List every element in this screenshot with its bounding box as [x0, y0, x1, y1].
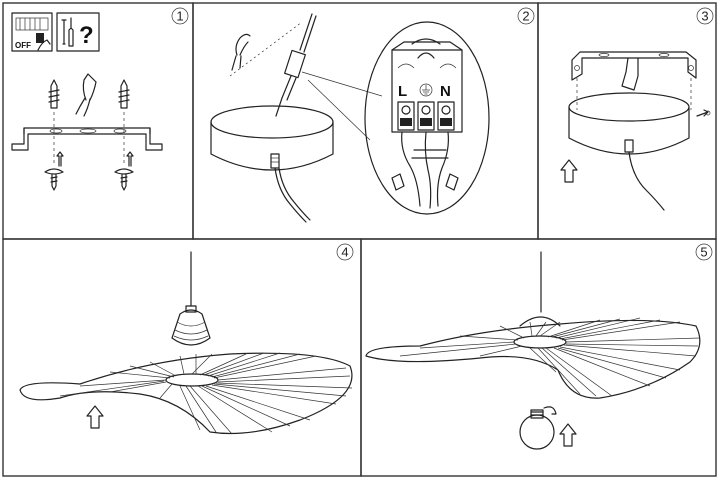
side-screw-icon — [696, 109, 711, 117]
panel-4-frame — [2, 238, 362, 477]
tools-question-icon: ? — [56, 12, 100, 52]
switch-off-icon: OFF — [11, 12, 53, 52]
up-arrow-small-left — [56, 151, 64, 167]
panel-2-number: 2 — [517, 7, 535, 25]
ground-symbol — [419, 83, 433, 97]
mounting-bracket — [11, 127, 163, 151]
up-arrow-5 — [559, 423, 577, 447]
lamp-holder-shade-4 — [171, 305, 211, 346]
canopy — [210, 105, 334, 171]
wire-stripper-icon — [231, 33, 251, 71]
panel-4-number: 4 — [336, 243, 354, 261]
bracket-on-ceiling — [571, 51, 697, 81]
light-bulb-icon — [519, 406, 557, 450]
svg-text:N: N — [440, 83, 451, 100]
canopy-connector — [621, 57, 639, 91]
pliers-icon — [75, 73, 97, 117]
cable-gland-3 — [624, 139, 665, 211]
wicker-shade-5 — [365, 316, 701, 399]
up-arrow-3 — [560, 159, 578, 183]
svg-text:?: ? — [79, 22, 94, 49]
panel-3-number: 3 — [696, 7, 714, 25]
wicker-shade-4 — [19, 352, 353, 435]
svg-text:L: L — [398, 83, 407, 100]
svg-text:3: 3 — [701, 9, 708, 24]
terminal-block-detail: L N — [364, 21, 490, 215]
svg-text:OFF: OFF — [15, 41, 31, 50]
panel-1-number: 1 — [171, 7, 189, 25]
cable-gland — [270, 153, 280, 169]
ceiling-anchor-right — [118, 79, 130, 109]
ceiling-anchor-left — [48, 79, 60, 109]
svg-text:5: 5 — [700, 245, 707, 260]
panel-1-frame — [2, 2, 194, 240]
cable-connector — [281, 13, 317, 101]
panel-5-number: 5 — [695, 243, 713, 261]
svg-text:1: 1 — [176, 9, 183, 24]
up-arrow-small-right — [126, 151, 134, 167]
screw-right — [114, 168, 134, 191]
up-arrow-4 — [86, 405, 104, 429]
svg-text:2: 2 — [522, 9, 529, 24]
canopy-panel-3 — [568, 92, 690, 155]
panel-5-frame — [360, 238, 717, 477]
svg-text:4: 4 — [341, 245, 348, 260]
screw-left — [44, 168, 64, 191]
